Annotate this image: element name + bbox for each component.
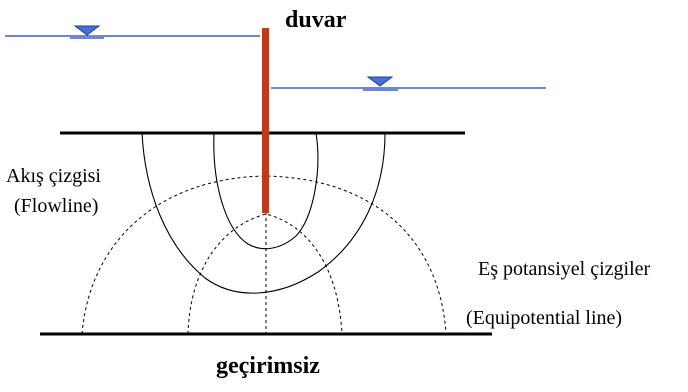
- flowlines: [141, 132, 386, 294]
- impermeable-label: geçirimsiz: [216, 353, 320, 379]
- equipotential-label-en: (Equipotential line): [466, 307, 622, 329]
- flowline-label: Akış çizgisi: [6, 165, 101, 187]
- flowline-outer: [141, 132, 386, 294]
- equipotential-lines: [81, 175, 447, 335]
- equipotential-inner: [187, 213, 343, 335]
- downstream-water-marker-icon: [363, 76, 398, 91]
- flowline-inner: [213, 132, 319, 250]
- equipotential-outer: [81, 175, 447, 335]
- flowline-label-en: (Flowline): [14, 195, 98, 217]
- equipotential-label: Eş potansiyel çizgiler: [478, 258, 651, 280]
- sheet-pile-wall: [262, 28, 269, 213]
- upstream-water-marker-icon: [70, 25, 104, 39]
- wall-label: duvar: [285, 7, 347, 33]
